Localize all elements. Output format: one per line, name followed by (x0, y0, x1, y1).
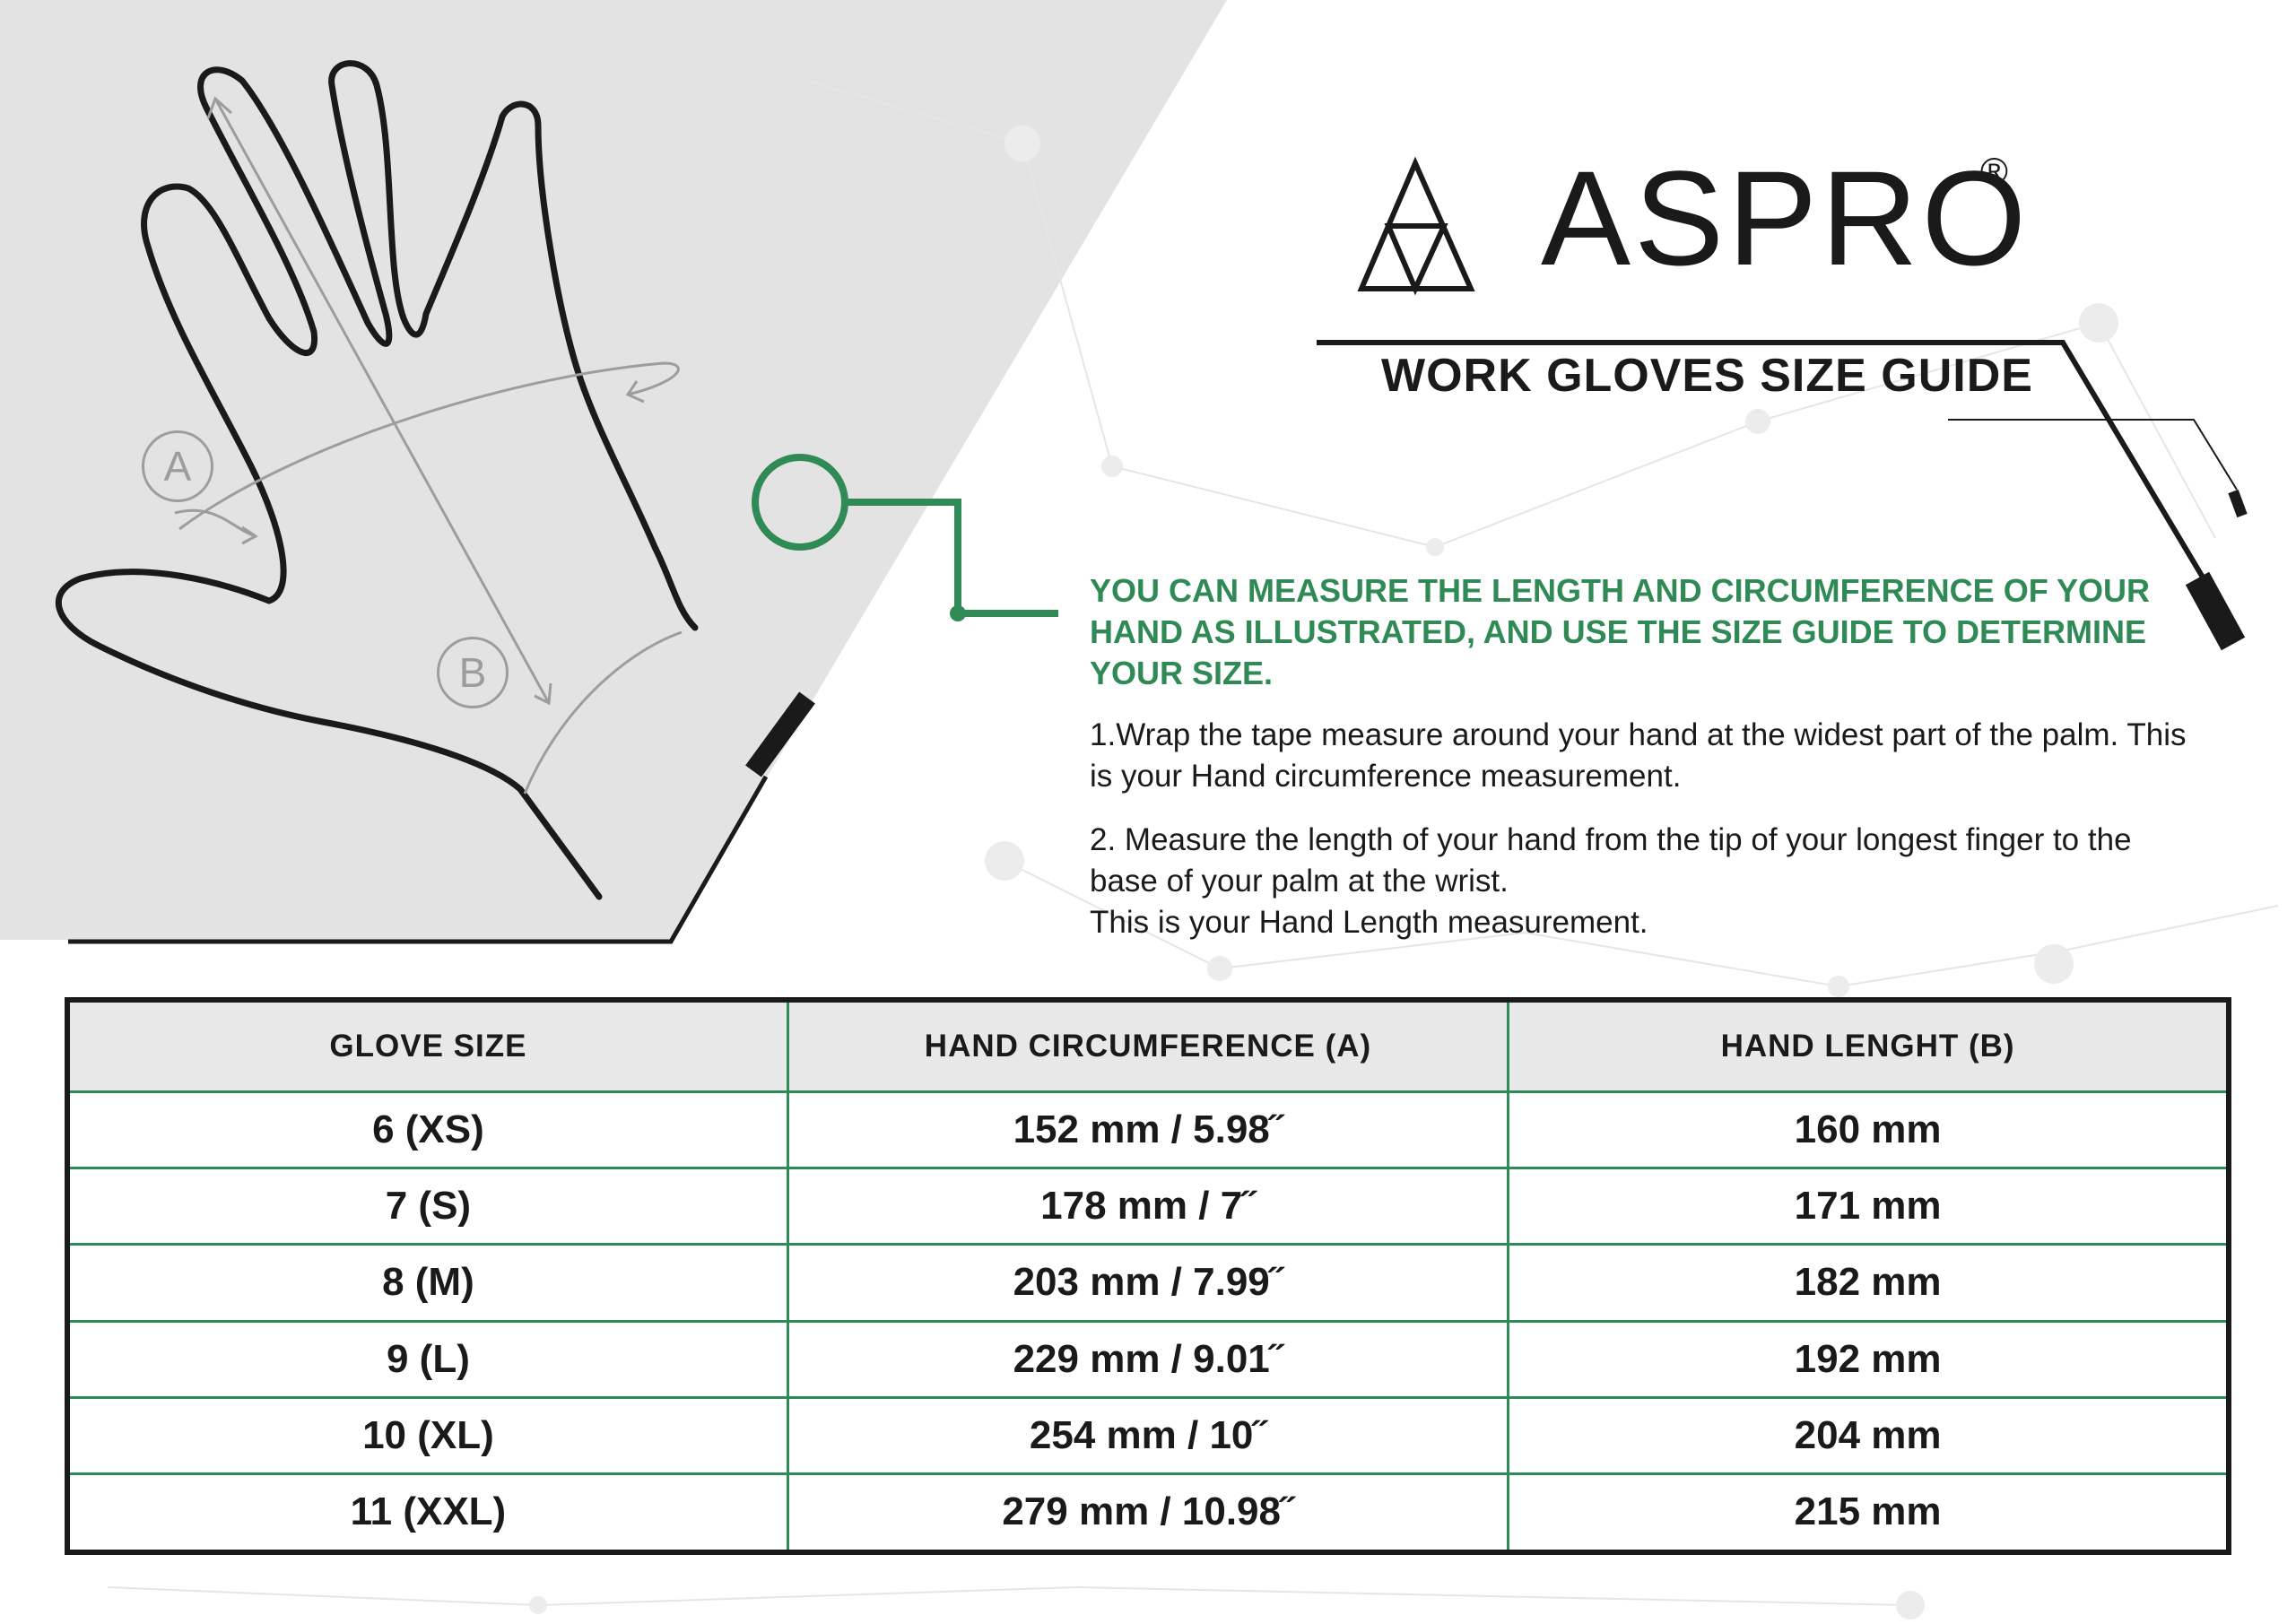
instruction-step-2: 2. Measure the length of your hand from … (1090, 820, 2202, 943)
header-hand-circumference: HAND CIRCUMFERENCE (A) (786, 1000, 1509, 1093)
cell-length: 182 mm (1507, 1243, 2229, 1322)
triforce-triangle-logo (1357, 156, 1475, 296)
cell-length: 160 mm (1507, 1090, 2229, 1168)
instruction-step-2-line-1: 2. Measure the length of your hand from … (1090, 822, 2132, 899)
gray-panel (0, 0, 1227, 940)
cell-length: 204 mm (1507, 1395, 2229, 1474)
measure-arrows (174, 96, 683, 795)
cell-glove-size: 11 (XXL) (67, 1472, 788, 1552)
cell-circumference: 152 mm / 5.98˝ (786, 1090, 1509, 1168)
size-table: GLOVE SIZE HAND CIRCUMFERENCE (A) HAND L… (65, 997, 2231, 1555)
table-header-row: GLOVE SIZE HAND CIRCUMFERENCE (A) HAND L… (67, 1000, 2229, 1093)
cell-circumference: 279 mm / 10.98˝ (786, 1472, 1509, 1552)
cell-length: 192 mm (1507, 1319, 2229, 1398)
green-connector (752, 454, 1058, 617)
instruction-step-2-line-2: This is your Hand Length measurement. (1090, 905, 1648, 940)
hand-label-a: A (142, 430, 213, 502)
brand-name: ASPRO (1541, 143, 2031, 293)
hand-label-b: B (437, 637, 509, 708)
cell-glove-size: 9 (L) (67, 1319, 788, 1398)
network-nodes (529, 126, 2118, 1620)
header-glove-size: GLOVE SIZE (67, 1000, 788, 1093)
table-row: 10 (XL) 254 mm / 10˝ 204 mm (67, 1395, 2229, 1474)
network-pattern (107, 80, 2279, 1606)
title-pen-right (1317, 340, 2248, 651)
cell-glove-size: 8 (M) (67, 1243, 788, 1322)
hand-outline (55, 60, 699, 900)
cell-circumference: 254 mm / 10˝ (786, 1395, 1509, 1474)
table-row: 7 (S) 178 mm / 7˝ 171 mm (67, 1167, 2229, 1245)
panel-pen-left (68, 691, 815, 944)
cell-glove-size: 7 (S) (67, 1167, 788, 1245)
intro-text: YOU CAN MEASURE THE LENGTH AND CIRCUMFER… (1090, 572, 2151, 691)
cell-circumference: 229 mm / 9.01˝ (786, 1319, 1509, 1398)
cell-length: 171 mm (1507, 1167, 2229, 1245)
header-hand-length: HAND LENGHT (B) (1507, 1000, 2229, 1093)
cell-length: 215 mm (1507, 1472, 2229, 1552)
table-row: 9 (L) 229 mm / 9.01˝ 192 mm (67, 1319, 2229, 1398)
instruction-step-1: 1.Wrap the tape measure around your hand… (1090, 717, 2187, 794)
table-row: 6 (XS) 152 mm / 5.98˝ 160 mm (67, 1090, 2229, 1168)
table-row: 11 (XXL) 279 mm / 10.98˝ 215 mm (67, 1472, 2229, 1552)
registered-mark: ® (1980, 150, 2008, 192)
connector-dot (950, 605, 966, 621)
cell-circumference: 178 mm / 7˝ (786, 1167, 1509, 1245)
cell-glove-size: 10 (XL) (67, 1395, 788, 1474)
cell-circumference: 203 mm / 7.99˝ (786, 1243, 1509, 1322)
cell-glove-size: 6 (XS) (67, 1090, 788, 1168)
table-row: 8 (M) 203 mm / 7.99˝ 182 mm (67, 1243, 2229, 1322)
guide-title: WORK GLOVES SIZE GUIDE (1381, 350, 2033, 402)
